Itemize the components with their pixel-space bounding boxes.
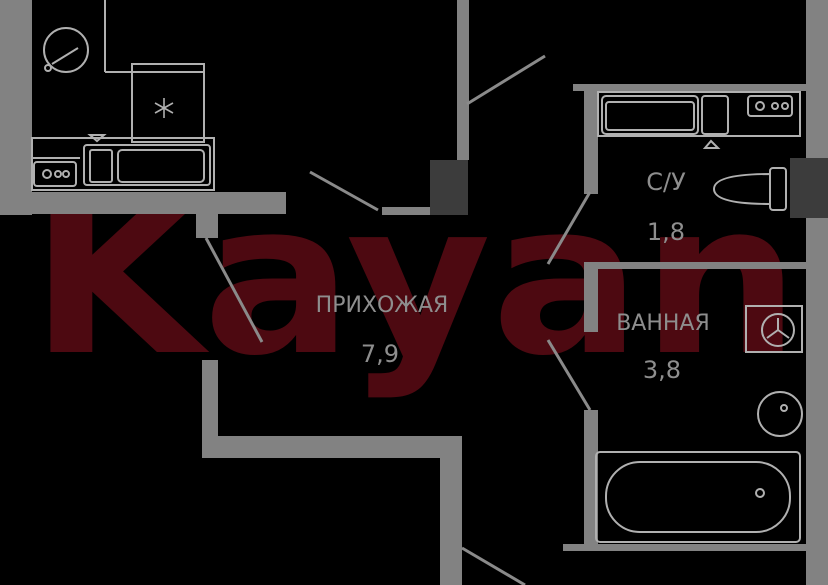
wall — [790, 158, 828, 218]
room-area-toilet: 1,8 — [647, 218, 685, 246]
kitchen-sink-icon — [83, 144, 211, 186]
washing-machine-icon — [44, 64, 52, 72]
wall — [573, 84, 808, 91]
stove-burner-icon — [42, 169, 52, 179]
drain-icon — [780, 404, 788, 412]
wall — [0, 0, 32, 215]
faucet-icon — [87, 134, 107, 143]
stove-burner-icon — [781, 102, 789, 110]
washing-machine-icon — [43, 27, 89, 73]
stove-burner-icon — [54, 170, 62, 178]
wall — [806, 0, 828, 585]
wall — [584, 410, 598, 550]
bathtub-icon — [595, 451, 801, 543]
stove-burner-icon — [755, 101, 765, 111]
door-leaf — [546, 339, 592, 411]
kitchen-sink-bowl — [89, 149, 113, 183]
wall — [430, 160, 468, 215]
wall — [202, 360, 218, 458]
room-name-hallway: ПРИХОЖАЯ — [316, 293, 449, 318]
washing-machine-icon — [766, 329, 779, 339]
bathtub-inner — [605, 461, 791, 533]
stove-icon — [33, 161, 77, 187]
kitchen-sink-bowl — [117, 149, 205, 183]
room-labels: ПРИХОЖАЯ 7,9 С/У 1,8 ВАННАЯ 3,8 — [316, 168, 710, 384]
room-area-hallway: 7,9 — [361, 340, 399, 368]
wall — [382, 207, 430, 215]
stove-burner-icon — [771, 102, 779, 110]
door-leaf — [466, 54, 546, 106]
bathroom-fixtures — [595, 305, 803, 543]
washing-machine-icon — [51, 47, 79, 65]
wall — [0, 192, 286, 214]
stove-burner-icon — [62, 170, 70, 178]
stove-icon — [747, 95, 793, 117]
door-leaf — [204, 237, 264, 343]
kitchen-fixtures — [31, 0, 215, 191]
washing-machine-icon — [761, 313, 795, 347]
room-name-toilet: С/У — [646, 168, 686, 196]
wall — [584, 262, 598, 332]
wall — [196, 214, 218, 238]
drain-icon — [755, 488, 765, 498]
washbasin-bowl — [605, 101, 695, 131]
wall — [457, 0, 469, 160]
washing-machine-icon — [777, 329, 790, 339]
wall — [584, 84, 598, 194]
door-leaf — [546, 191, 592, 265]
wall — [440, 436, 462, 585]
wall — [584, 262, 806, 269]
snowflake-icon — [154, 98, 174, 118]
doors — [204, 54, 592, 585]
toilet-icon — [712, 172, 771, 206]
room-name-bathroom: ВАННАЯ — [616, 311, 710, 336]
wall — [202, 436, 462, 458]
room-area-bathroom: 3,8 — [643, 356, 681, 384]
washbasin-icon — [701, 95, 729, 135]
wall — [563, 544, 808, 551]
door-leaf — [461, 546, 526, 585]
fridge-icon — [131, 63, 205, 143]
vanity-counter — [597, 91, 801, 137]
toilet-room-fixtures — [597, 91, 801, 211]
washbasin-icon — [757, 391, 803, 437]
faucet-icon — [702, 139, 721, 149]
door-leaf — [309, 170, 379, 212]
washbasin-icon — [601, 95, 699, 135]
kitchen-counter — [31, 137, 215, 191]
towel-rail-icon — [745, 305, 803, 353]
